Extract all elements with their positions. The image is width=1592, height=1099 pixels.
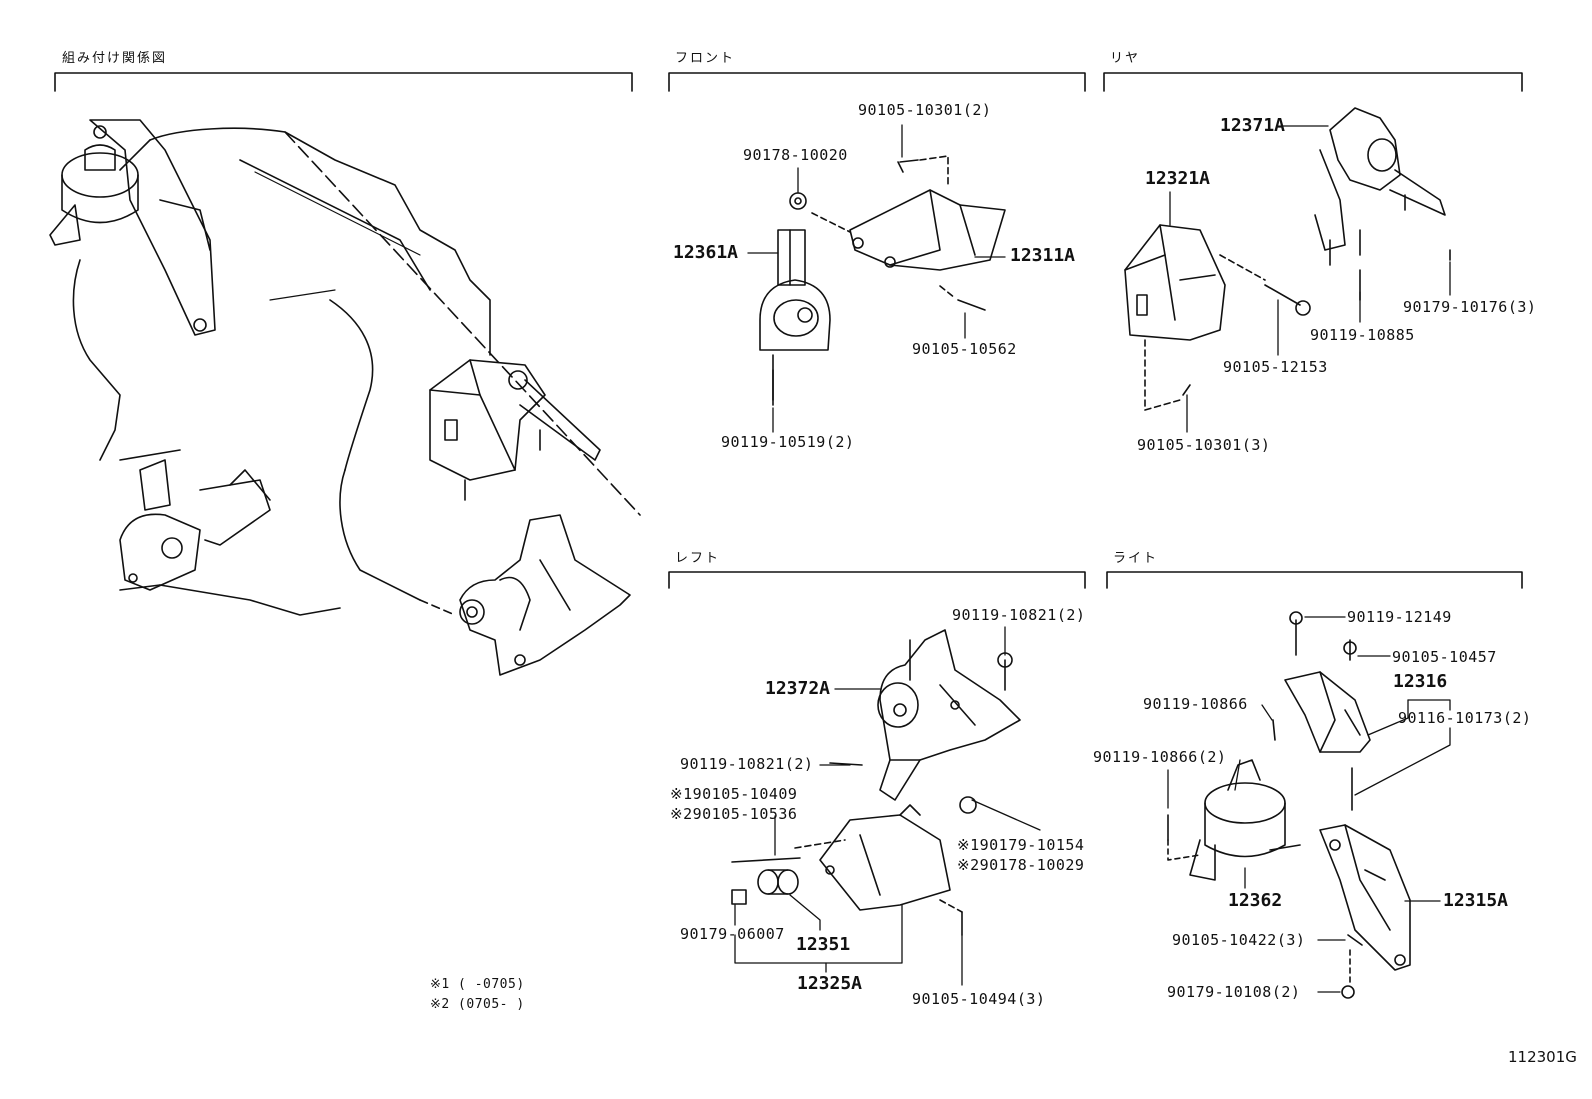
part-label-12315A[interactable]: 12315A [1443, 890, 1509, 911]
part-label-90119-10821-mid[interactable]: 90119-10821(2) [680, 755, 814, 773]
part-label-90179-10154[interactable]: ※190179-10154 [957, 836, 1085, 854]
section-title-right: ライト [1113, 551, 1159, 566]
overview-left-mount [459, 514, 631, 676]
part-label-90105-10422[interactable]: 90105-10422(3) [1172, 931, 1306, 949]
left-collar-12351 [757, 869, 799, 895]
right-bracket-12316 [1284, 671, 1371, 753]
part-label-90179-10108[interactable]: 90179-10108(2) [1167, 983, 1301, 1001]
part-label-90119-12149[interactable]: 90119-12149 [1347, 608, 1452, 626]
front-bracket-12311A [811, 155, 1006, 271]
part-label-90105-10409[interactable]: ※190105-10409 [670, 785, 798, 803]
part-label-12351[interactable]: 12351 [796, 934, 851, 955]
part-label-90119-10519[interactable]: 90119-10519(2) [721, 433, 855, 451]
part-label-90105-10301-rear[interactable]: 90105-10301(3) [1137, 436, 1271, 454]
part-label-90105-10494[interactable]: 90105-10494(3) [912, 990, 1046, 1008]
footnote-1: ※1 ( -0705) [430, 977, 525, 992]
rear-bracket-12321A [1124, 224, 1266, 411]
right-bolts [1167, 611, 1363, 999]
section-title-front: フロント [675, 51, 736, 66]
overview-front-mount [119, 459, 271, 591]
right-bracket-12315A [1319, 824, 1411, 971]
part-label-90119-10866-2[interactable]: 90119-10866(2) [1093, 748, 1227, 766]
part-label-90105-10301-front[interactable]: 90105-10301(2) [858, 101, 992, 119]
left-bracket-12325A [794, 804, 963, 913]
part-label-90179-06007[interactable]: 90179-06007 [680, 925, 785, 943]
section-title-left: レフト [675, 551, 721, 566]
part-label-12321A[interactable]: 12321A [1145, 168, 1211, 189]
part-label-90105-12153[interactable]: 90105-12153 [1223, 358, 1328, 376]
footnote-2: ※2 (0705- ) [430, 997, 525, 1012]
left-bolts [731, 652, 1013, 936]
part-label-90105-10536[interactable]: ※290105-10536 [670, 805, 798, 823]
overview-right-mount [49, 119, 216, 336]
front-bolts [772, 159, 986, 406]
part-label-12311A[interactable]: 12311A [1010, 245, 1076, 266]
section-brackets [54, 72, 1523, 589]
part-label-90116-10173[interactable]: 90116-10173(2) [1398, 709, 1532, 727]
front-insulator-12361A [759, 229, 831, 401]
part-label-12325A[interactable]: 12325A [797, 973, 863, 994]
leader-lines [734, 124, 1451, 993]
part-label-90178-10020[interactable]: 90178-10020 [743, 146, 848, 164]
part-label-12361A[interactable]: 12361A [673, 242, 739, 263]
part-label-90105-10562[interactable]: 90105-10562 [912, 340, 1017, 358]
part-label-90179-10176[interactable]: 90179-10176(3) [1403, 298, 1537, 316]
part-label-12372A[interactable]: 12372A [765, 678, 831, 699]
part-label-12362[interactable]: 12362 [1228, 890, 1283, 911]
part-label-90119-10885[interactable]: 90119-10885 [1310, 326, 1415, 344]
part-label-90119-10821-top[interactable]: 90119-10821(2) [952, 606, 1086, 624]
section-title-assembly: 組み付け関係図 [62, 51, 168, 66]
engine-outline [72, 127, 641, 616]
part-label-12371A[interactable]: 12371A [1220, 115, 1286, 136]
figure-code: 112301G [1508, 1048, 1577, 1066]
rear-insulator-12371A [1314, 107, 1446, 266]
part-label-90119-10866[interactable]: 90119-10866 [1143, 695, 1248, 713]
part-label-90178-10029[interactable]: ※290178-10029 [957, 856, 1085, 874]
section-title-rear: リヤ [1110, 51, 1141, 66]
overview-rear-mount [429, 359, 601, 501]
right-mount-12362 [1189, 759, 1301, 881]
part-label-90105-10457[interactable]: 90105-10457 [1392, 648, 1497, 666]
part-label-12316[interactable]: 12316 [1393, 671, 1448, 692]
left-insulator-12372A [877, 629, 1021, 801]
